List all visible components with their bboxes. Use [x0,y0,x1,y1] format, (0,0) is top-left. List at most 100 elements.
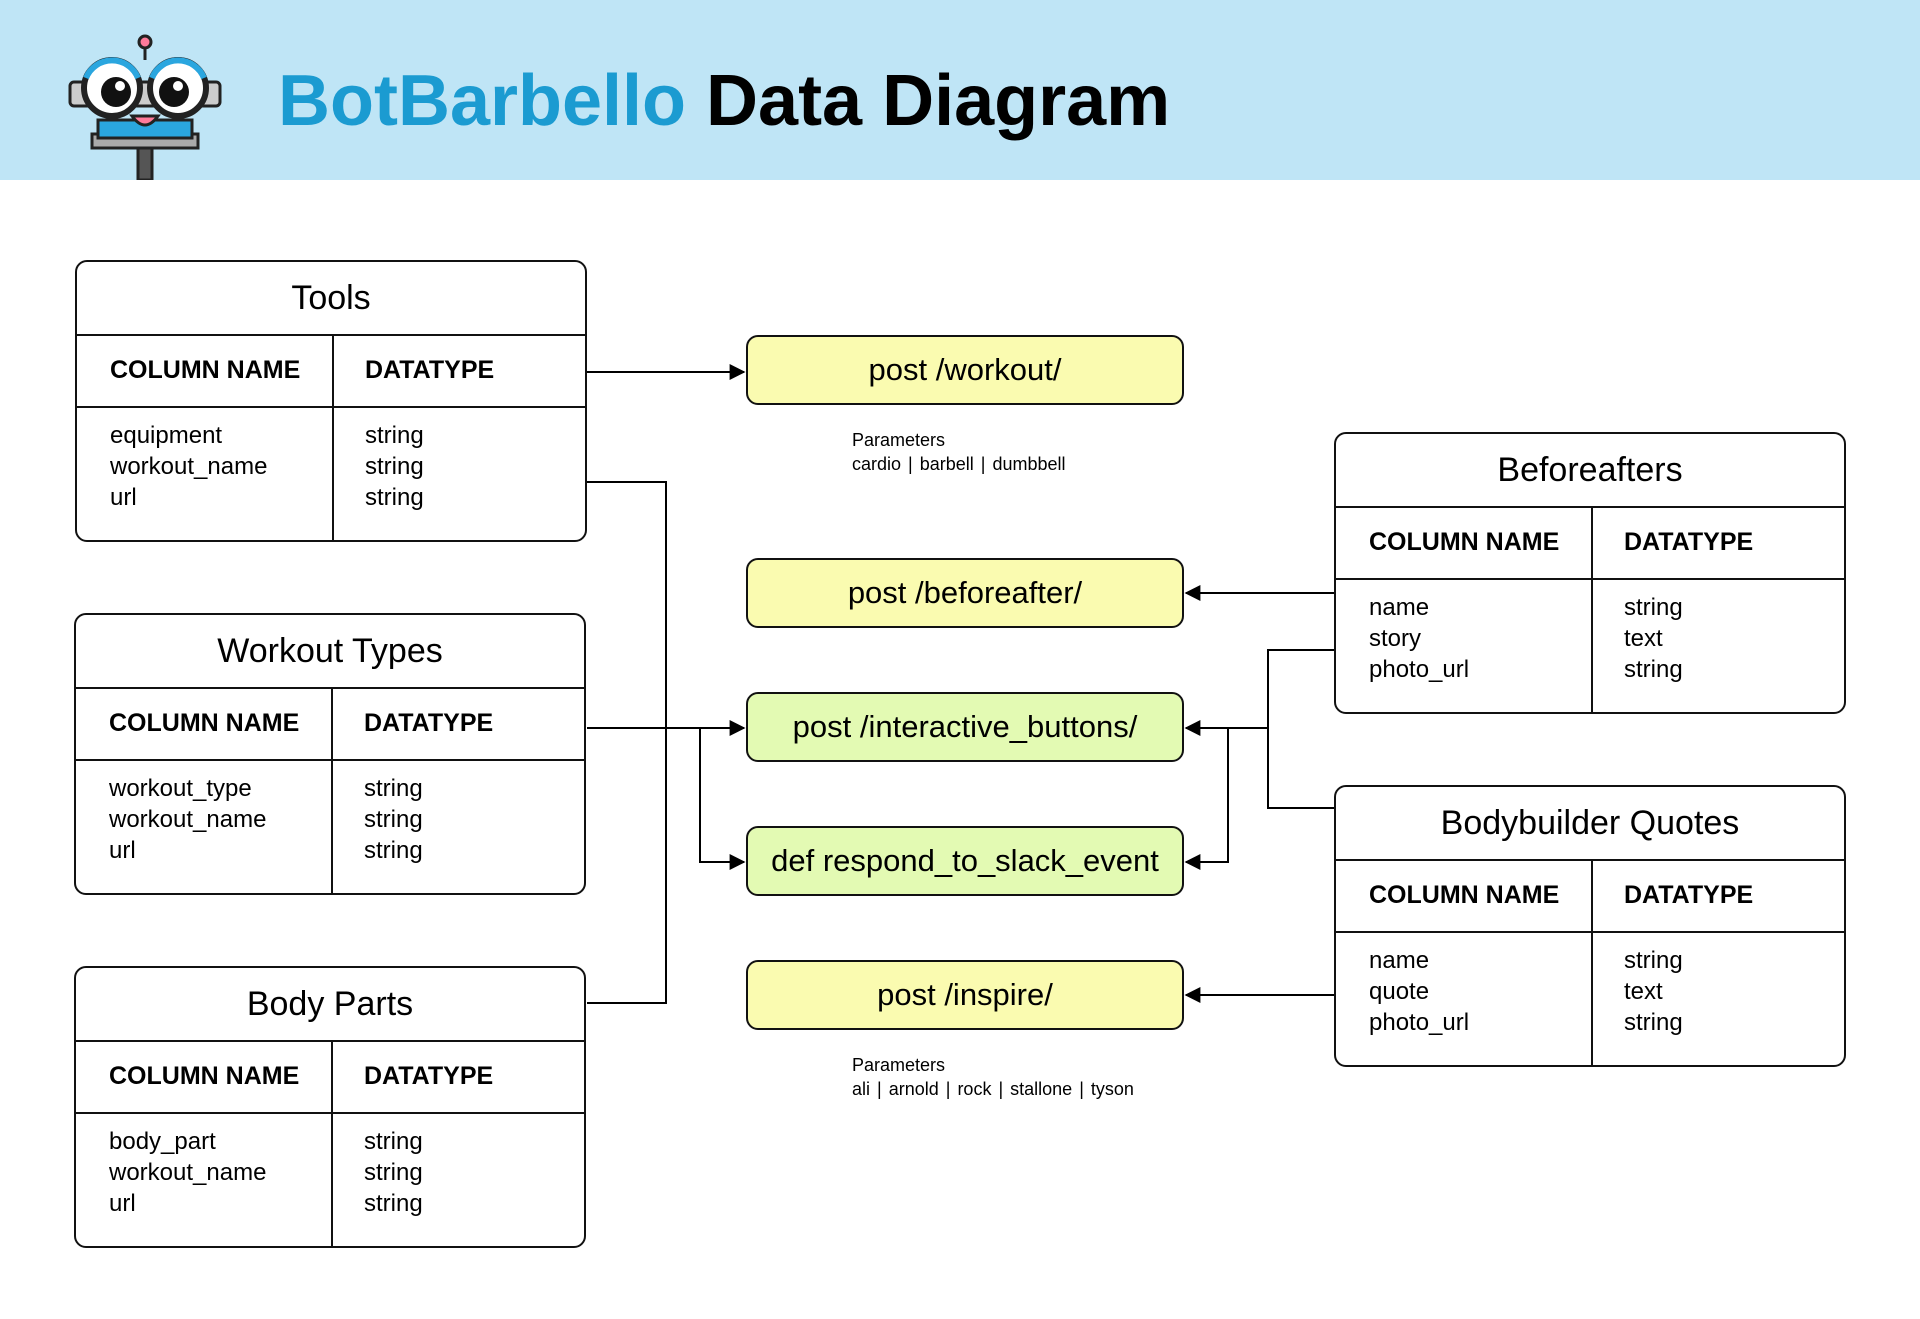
datatype: string [364,837,423,864]
column-name-header: COLUMN NAME [110,356,301,384]
column-name-list: name story photo_url [1369,592,1469,685]
column-name: url [110,484,137,511]
parameter-separator: | [980,454,986,474]
datatype-list: string text string [1624,945,1683,1038]
datatype: string [365,422,424,449]
table-workout-types: Workout Types COLUMN NAME DATATYPE worko… [74,613,586,895]
datatype: string [1624,947,1683,974]
connector-right-bus [1267,649,1334,809]
column-name: story [1369,625,1422,652]
connector-bus-respond [1184,728,1229,870]
table-title: Tools [77,262,585,336]
datatype: string [364,1190,423,1217]
endpoint-post-interactive-buttons: post /interactive_buttons/ [746,692,1184,762]
column-name: workout_name [109,806,267,833]
column-name-header: COLUMN NAME [1369,881,1560,909]
column-name: name [1369,947,1430,974]
column-name: photo_url [1369,1009,1470,1036]
datatype-list: string text string [1624,592,1683,685]
column-divider [332,334,334,540]
parameter-separator: | [1079,1079,1084,1099]
column-name: workout_name [110,453,268,480]
column-name: name [1369,594,1430,621]
endpoint-post-beforeafter: post /beforeafter/ [746,558,1184,628]
datatype: string [364,775,423,802]
table-title: Beforeafters [1336,434,1844,508]
table-header-row: COLUMN NAME DATATYPE [77,334,585,408]
datatype: string [364,806,423,833]
table-beforeafters: Beforeafters COLUMN NAME DATATYPE name s… [1334,432,1846,714]
column-name-header: COLUMN NAME [109,1062,300,1090]
parameters-label: Parameters [852,1055,946,1075]
table-title: Workout Types [76,615,584,689]
datatype: text [1624,625,1663,652]
column-name: equipment [110,422,223,449]
table-title: Bodybuilder Quotes [1336,787,1844,861]
parameter-value: arnold [888,1079,939,1099]
datatype-list: string string string [364,1126,423,1219]
table-header-row: COLUMN NAME DATATYPE [76,1040,584,1114]
datatype-list: string string string [365,420,424,513]
datatype: string [365,484,424,511]
table-header-row: COLUMN NAME DATATYPE [1336,506,1844,580]
datatype-list: string string string [364,773,423,866]
connector-split-respond [699,728,746,870]
column-name: quote [1369,978,1430,1005]
table-header-row: COLUMN NAME DATATYPE [76,687,584,761]
header-banner: BotBarbello Data Diagram [0,0,1920,180]
datatype-header: DATATYPE [365,356,495,384]
parameter-value: dumbbell [992,454,1066,474]
parameter-value: cardio [852,454,902,474]
column-divider [1591,859,1593,1065]
column-name-list: name quote photo_url [1369,945,1469,1038]
robot-mascot-icon [68,34,222,180]
datatype: string [364,1159,423,1186]
endpoint-post-workout: post /workout/ [746,335,1184,405]
endpoint-respond-to-slack-event: def respond_to_slack_event [746,826,1184,896]
table-bodybuilder-quotes: Bodybuilder Quotes COLUMN NAME DATATYPE … [1334,785,1846,1067]
datatype-header: DATATYPE [364,709,494,737]
column-divider [331,1040,333,1246]
table-tools: Tools COLUMN NAME DATATYPE equipment wor… [75,260,587,542]
datatype: string [1624,594,1683,621]
parameter-separator: | [945,1079,951,1099]
column-name: url [109,1190,136,1217]
title-text: Data Diagram [686,61,1171,141]
parameters-label: Parameters [852,430,946,450]
parameter-separator: | [908,454,913,474]
parameter-value: rock [957,1079,992,1099]
page-title: BotBarbello Data Diagram [278,56,1170,146]
endpoint-post-inspire: post /inspire/ [746,960,1184,1030]
column-divider [1591,506,1593,712]
column-name: photo_url [1369,656,1470,683]
parameter-value: tyson [1090,1079,1134,1099]
column-divider [331,687,333,893]
column-name-list: body_part workout_name url [109,1126,266,1219]
parameters-values: cardio | barbell | dumbbell [852,452,1066,476]
column-name: workout_type [109,775,252,802]
parameter-separator: | [998,1079,1004,1099]
parameters-values: ali|arnold|rock|stallone|tyson [852,1077,1134,1101]
column-name-header: COLUMN NAME [109,709,300,737]
table-body-parts: Body Parts COLUMN NAME DATATYPE body_par… [74,966,586,1248]
column-name: body_part [109,1128,216,1155]
table-title: Body Parts [76,968,584,1042]
workout-parameters: Parameters cardio | barbell | dumbbell [852,428,1066,476]
parameter-value: barbell [919,454,974,474]
datatype-header: DATATYPE [1624,528,1754,556]
column-name-list: workout_type workout_name url [109,773,266,866]
column-name-header: COLUMN NAME [1369,528,1560,556]
datatype-header: DATATYPE [364,1062,494,1090]
parameter-value: ali [852,1079,871,1099]
brand-name: BotBarbello [278,61,687,141]
inspire-parameters: Parameters ali|arnold|rock|stallone|tyso… [852,1053,1134,1101]
datatype: string [1624,656,1683,683]
parameter-separator: | [877,1079,882,1099]
datatype-header: DATATYPE [1624,881,1754,909]
connector-tools-bus [587,481,667,1004]
column-name: url [109,837,136,864]
datatype: string [364,1128,423,1155]
column-name-list: equipment workout_name url [110,420,267,513]
datatype: text [1624,978,1663,1005]
